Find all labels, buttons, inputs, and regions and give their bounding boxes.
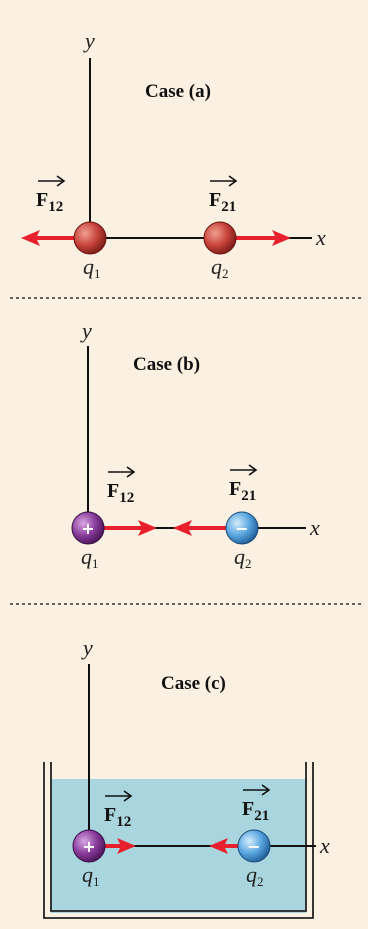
case-a-x-label: x bbox=[315, 225, 326, 250]
svg-text:+: + bbox=[81, 519, 94, 538]
case-a-charge-1-label: q1 bbox=[83, 254, 101, 281]
case-c-charge-1-label: q1 bbox=[82, 862, 100, 889]
case-a-force-12-label: F12 bbox=[36, 175, 66, 215]
case-a-force-12-arrow bbox=[21, 230, 74, 246]
case-c-charge-1: + bbox=[72, 829, 106, 863]
case-a-charge-2-label: q2 bbox=[211, 254, 229, 281]
case-b-force-12-label: F12 bbox=[107, 466, 136, 506]
case-c-x-label: x bbox=[319, 833, 330, 858]
case-b-charge-2-label: q2 bbox=[234, 544, 252, 571]
case-b-y-label: y bbox=[80, 318, 92, 343]
case-a-charge-1 bbox=[73, 221, 107, 255]
case-c-charge-2: − bbox=[237, 829, 271, 863]
svg-text:F12: F12 bbox=[36, 189, 63, 215]
case-a-panel: y Case (a) x F12 F21 q1 q2 bbox=[21, 28, 326, 281]
case-b-charge-2: − bbox=[225, 511, 259, 545]
case-c-container bbox=[43, 762, 314, 919]
case-c-panel: y Case (c) x + − F12 F21 bbox=[43, 635, 330, 919]
case-b-title: Case (b) bbox=[133, 354, 200, 375]
case-c-force-12-arrow bbox=[105, 838, 136, 854]
case-b-panel: y Case (b) x + − F12 F21 bbox=[71, 318, 320, 571]
case-b-charge-1-label: q1 bbox=[81, 544, 99, 571]
svg-text:F21: F21 bbox=[229, 478, 256, 504]
case-c-force-21-label: F21 bbox=[242, 784, 271, 824]
svg-text:F12: F12 bbox=[107, 480, 134, 506]
svg-text:−: − bbox=[235, 519, 248, 538]
case-a-force-21-arrow bbox=[236, 230, 291, 246]
case-c-title: Case (c) bbox=[161, 673, 226, 694]
case-b-force-21-arrow bbox=[173, 520, 226, 536]
svg-text:+: + bbox=[82, 837, 95, 856]
case-a-title: Case (a) bbox=[145, 81, 211, 102]
case-c-force-21-arrow bbox=[209, 838, 238, 854]
case-a-force-21-label: F21 bbox=[209, 175, 238, 215]
svg-text:F12: F12 bbox=[104, 804, 131, 830]
svg-text:−: − bbox=[247, 837, 260, 856]
case-c-y-label: y bbox=[81, 635, 93, 660]
case-a-charge-2 bbox=[203, 221, 237, 255]
svg-text:F21: F21 bbox=[242, 798, 269, 824]
svg-text:F21: F21 bbox=[209, 189, 236, 215]
case-b-force-12-arrow bbox=[104, 520, 157, 536]
case-c-charge-2-label: q2 bbox=[246, 862, 264, 889]
case-a-y-label: y bbox=[83, 28, 95, 53]
case-b-charge-1: + bbox=[71, 511, 105, 545]
case-c-force-12-label: F12 bbox=[104, 790, 133, 830]
case-b-force-21-label: F21 bbox=[229, 464, 258, 504]
case-b-x-label: x bbox=[309, 515, 320, 540]
